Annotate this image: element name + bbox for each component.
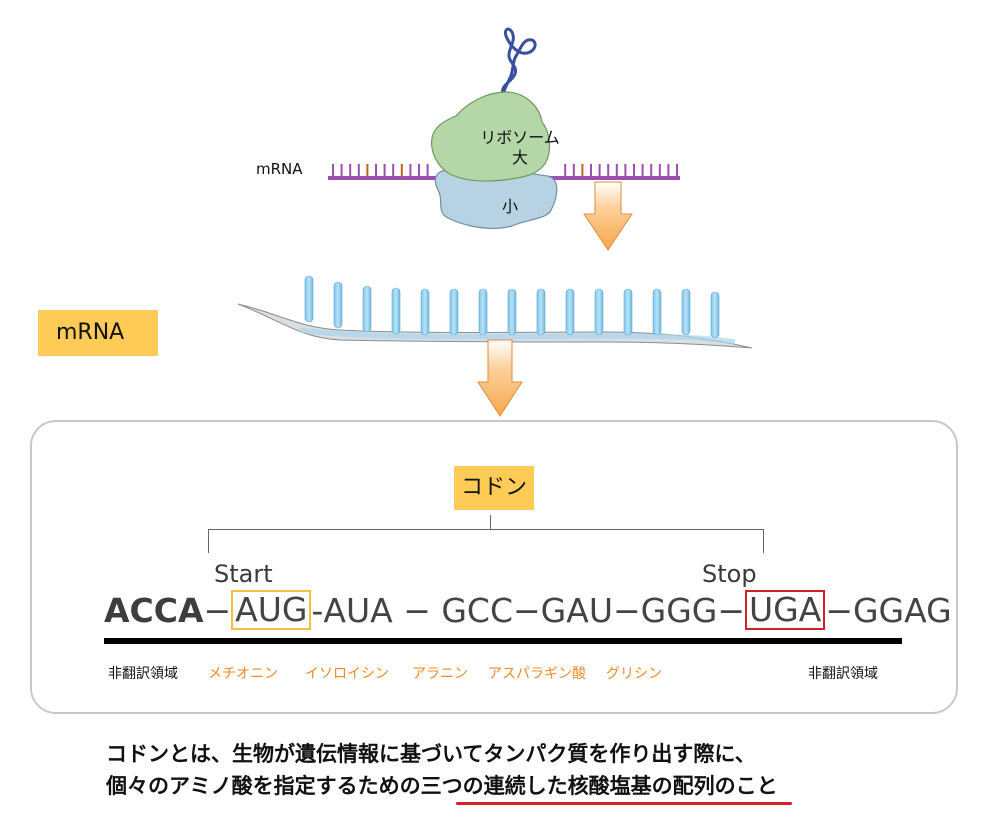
mrna-base [667, 164, 670, 177]
utr-5prime: ACCA [104, 590, 204, 630]
mrna-base [418, 164, 420, 177]
mrna-base [426, 164, 429, 177]
mrna-base [383, 164, 386, 177]
start-label: Start [214, 560, 273, 588]
annotation-isoleucine: イソロイシン [305, 666, 389, 682]
mrna-tag: mRNA [38, 310, 158, 356]
mrna-base [615, 164, 618, 177]
nucleotide-base [449, 288, 459, 336]
description-line2-start: 個々のアミノ酸を指定するための [106, 774, 421, 798]
stop-codon: UGA [745, 590, 826, 630]
nucleotide-base [362, 285, 372, 333]
start-codon: AUG [231, 590, 312, 630]
description-highlight: 三つの連続した核酸塩基の配列 [420, 774, 715, 798]
nucleotide-base [594, 288, 604, 336]
mrna-base [375, 164, 377, 177]
mrna-base [676, 164, 678, 177]
nucleotide-base [681, 288, 691, 336]
nucleotide-base [333, 281, 343, 329]
mrna-base [658, 164, 661, 177]
mrna-base [590, 164, 592, 177]
nucleotide-base [420, 288, 430, 336]
mrna-label: mRNA [256, 160, 303, 178]
codon: AUA [323, 590, 393, 630]
ribosome-label-line1: リボソーム [480, 128, 560, 147]
mrna-base [641, 164, 644, 177]
mrna-base [572, 164, 575, 177]
bracket-left [208, 529, 209, 553]
annotation-aspartic-acid: アスパラギン酸 [488, 666, 586, 682]
nucleotide-base [391, 287, 401, 335]
mrna-base [650, 164, 653, 177]
annotation-alanine: アラニン [412, 666, 468, 682]
separator: - [311, 590, 324, 630]
nucleotide-base [652, 288, 662, 336]
separator: − [392, 590, 442, 630]
mrna-strand-lower [237, 275, 753, 349]
description-line1: コドンとは、生物が遺伝情報に基づいてタンパク質を作り出す際に、 [106, 742, 756, 766]
sequence-baseline [104, 638, 902, 644]
codon: GGG [640, 590, 718, 630]
description-line2-end: のこと [714, 774, 778, 798]
stop-label: Stop [702, 560, 757, 588]
annotation-utr-3: 非翻訳領域 [808, 666, 878, 682]
bracket-stem [490, 515, 491, 529]
mrna-base [598, 164, 601, 177]
down-arrow-2 [477, 339, 523, 417]
mrna-base [607, 164, 610, 177]
mrna-base [349, 164, 352, 177]
mrna-base [581, 164, 584, 177]
mrna-base [409, 164, 412, 177]
description-line2: 個々のアミノ酸を指定するための三つの連続した核酸塩基の配列のこと [106, 770, 778, 802]
ribosome-small-label: 小 [501, 197, 518, 216]
ribosome-large-label: リボソーム 大 [470, 128, 570, 168]
separator: − [612, 590, 641, 630]
mrna-base [366, 164, 369, 177]
mrna-base [633, 164, 635, 177]
separator: − [203, 590, 232, 630]
nucleotide-base [507, 288, 517, 336]
nucleotide-base [623, 288, 633, 336]
down-arrow-1 [583, 181, 633, 251]
nucleotide-base [565, 288, 575, 336]
highlight-underline [456, 802, 792, 805]
annotation-methionine: メチオニン [208, 666, 278, 682]
ribosome-large-subunit [431, 91, 551, 182]
separator: − [513, 590, 541, 630]
ribosome-label-line2: 大 [511, 148, 528, 167]
mrna-base [332, 164, 334, 177]
bracket-right [763, 529, 764, 553]
codon: GAU [540, 590, 613, 630]
codon-tag: コドン [454, 466, 534, 510]
separator: − [717, 590, 746, 630]
mrna-base [392, 164, 395, 177]
bracket-horizontal [208, 529, 764, 530]
nucleotide-base [478, 288, 488, 336]
annotation-glycine: グリシン [606, 666, 662, 682]
mrna-base [624, 164, 627, 177]
description: コドンとは、生物が遺伝情報に基づいてタンパク質を作り出す際に、 個々のアミノ酸を… [106, 738, 778, 802]
nucleotide-base [710, 291, 720, 339]
peptide-chain [501, 27, 537, 95]
utr-3prime: GGAG [852, 590, 952, 630]
nucleotide-base [536, 288, 546, 336]
nucleotide-base [304, 275, 314, 323]
mrna-base [340, 164, 343, 177]
translation-illustration [237, 27, 753, 417]
mrna-base [357, 164, 360, 177]
codon: GCC [441, 590, 514, 630]
codon-sequence: ACCA − AUG - AUA − GCC − GAU − GGG − UGA… [104, 590, 952, 630]
separator: − [825, 590, 853, 630]
mrna-base [564, 164, 567, 177]
annotation-utr-5: 非翻訳領域 [108, 666, 178, 682]
mrna-base [400, 164, 403, 177]
